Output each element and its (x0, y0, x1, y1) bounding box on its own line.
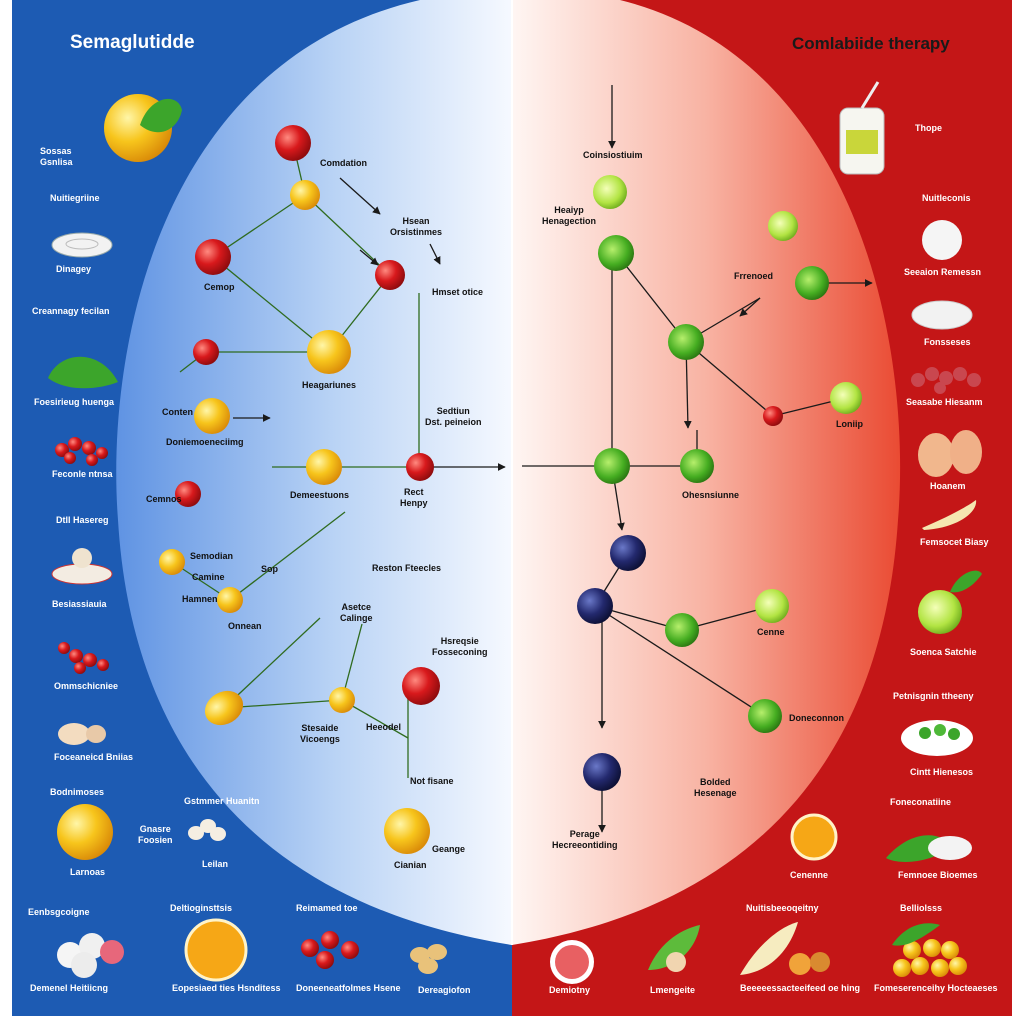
label-hmset: Hmset otice (432, 287, 484, 297)
left-item-1: Sossas Gsnlisa (40, 146, 73, 167)
label-camine: Camine (192, 572, 225, 582)
lime-icon (918, 590, 962, 634)
left-item-8: Besiassiauia (52, 599, 107, 609)
label-loniip: Loniip (836, 419, 863, 429)
bottom-right-3-caption: Beeeeessacteeifeed oe hing (740, 983, 861, 993)
mid-item-3: Leilan (202, 859, 229, 869)
right-item-2: Nuitleconis (922, 193, 971, 203)
right-item-11: Foneconatiine (890, 797, 952, 807)
right-item-1: Thope (915, 123, 942, 133)
bottom-left-2-title: Deltioginsttsis (170, 903, 233, 913)
label-hamnen: Hamnen (182, 594, 218, 604)
left-item-5: Foesirieug huenga (34, 397, 115, 407)
label-doneconnon: Doneconnon (789, 713, 844, 723)
label-asetce: Asetce Calinge (340, 602, 373, 623)
bottom-left-1-title: Eenbsgcoigne (28, 907, 90, 917)
label-coinsiostiuim: Coinsiostiuim (583, 150, 643, 160)
right-item-6: Hoanem (930, 481, 966, 491)
label-sedtiun: Sedtiun Dst. peineion (425, 406, 482, 427)
right-item-10: Cintt Hienesos (910, 767, 974, 777)
right-item-3: Seeaion Remessn (904, 267, 982, 277)
label-heaiyp: Heaiyp Henagection (542, 205, 597, 226)
orange-slice-icon (790, 813, 838, 861)
left-item-3: Dinagey (56, 264, 92, 274)
left-item-7: Dtll Hasereg (56, 515, 109, 525)
plate2-icon (911, 300, 973, 330)
bottom-left-3-title: Reimamed toe (296, 903, 358, 913)
bottom-left-1-caption: Demenel Heitiicng (30, 983, 109, 993)
label-geange: Geange (432, 844, 466, 854)
orange-icon (57, 804, 113, 860)
bottom-row-icons (57, 918, 967, 984)
label-doniemo: Doniemoeneciimg (166, 437, 244, 447)
label-stesaide: Stesaide Vicoengs (300, 723, 340, 744)
bottom-right-2-caption: Lmengeite (650, 985, 696, 995)
banana-icon (922, 500, 977, 530)
label-cemop: Cemop (204, 282, 235, 292)
nuts-icon (58, 723, 90, 745)
bottom-left-2-caption: Eopesiaed ties Hsnditess (172, 983, 281, 993)
right-column-icons (790, 81, 982, 862)
label-comdation: Comdation (320, 158, 367, 168)
berries-icon (55, 437, 108, 466)
plate-icon (51, 232, 113, 258)
left-item-2: Nuitiegriine (50, 193, 100, 203)
label-perage: Perage Hecreeontiding (552, 829, 618, 850)
label-heeodel: Heeodel (366, 722, 402, 732)
label-cenne: Cenne (757, 627, 785, 637)
right-item-4: Fonsseses (924, 337, 971, 347)
left-item-6: Feconle ntnsa (52, 469, 113, 479)
right-item-9: Petnisgnin ttheeny (893, 691, 974, 701)
bottom-left-4-caption: Dereagiofon (418, 985, 471, 995)
label-cemnos: Cemnos (146, 494, 182, 504)
bottom-right-4-title: Belliolsss (900, 903, 943, 913)
leaf-icon (48, 356, 118, 389)
label-semodian: Semodian (190, 551, 234, 561)
label-sop: Sop (261, 564, 278, 574)
label-bolded: Bolded Hesenage (694, 777, 737, 798)
left-column-icons (48, 94, 182, 860)
label-frrenoed: Frrenoed (734, 271, 774, 281)
mid-item-2: Gnasre Foosien (138, 824, 173, 845)
bottom-right-4-caption: Fomeserenceihy Hocteaeses (874, 983, 998, 993)
bottom-left-3-caption: Doneeneatfolmes Hsene (296, 983, 401, 993)
egg-icon (922, 220, 962, 260)
peach-icon (918, 433, 954, 477)
cherries-icon (58, 642, 109, 674)
right-item-5: Seasabe Hiesanm (906, 397, 983, 407)
bottom-right-1-caption: Demiotny (549, 985, 591, 995)
label-reston: Reston Fteecles (372, 563, 442, 573)
mid-item-1: Gstmmer Huanitn (184, 796, 260, 806)
left-title: Semaglutidde (70, 32, 195, 53)
right-network-links (522, 85, 873, 833)
label-onnean: Onnean (228, 621, 262, 631)
eggs-icon (188, 819, 226, 841)
left-item-4: Creannagy fecilan (32, 306, 110, 316)
label-ohesnsiunne: Ohesnsiunne (682, 490, 740, 500)
right-item-8: Soenca Satchie (910, 647, 977, 657)
label-heagariunes: Heagariunes (302, 380, 357, 390)
label-cianian: Cianian (394, 860, 427, 870)
right-item-12: Cenenne (790, 870, 829, 880)
right-title: Comlabiide therapy (792, 34, 950, 53)
left-item-11: Bodnimoses (50, 787, 105, 797)
bottom-right-3-title: Nuitisbeeoqeitny (746, 903, 819, 913)
left-nodes (159, 125, 440, 854)
label-rect: Rect Henpy (400, 487, 428, 508)
label-notfisane: Not fisane (410, 776, 454, 786)
label-hsean: Hsean Orsistinmes (390, 216, 443, 237)
left-item-12: Larnoas (70, 867, 106, 877)
beans-icon (911, 367, 981, 394)
label-hsreqsie: Hsreqsie Fosseconing (432, 636, 488, 657)
label-demeestuons: Demeestuons (290, 490, 350, 500)
left-item-10: Foceaneicd Bniias (54, 752, 134, 762)
right-item-13: Femnoee Bioemes (898, 870, 978, 880)
right-nodes (577, 175, 862, 791)
label-conten: Conten (162, 407, 193, 417)
right-item-7: Femsocet Biasy (920, 537, 989, 547)
left-item-9: Ommschicniee (54, 681, 119, 691)
